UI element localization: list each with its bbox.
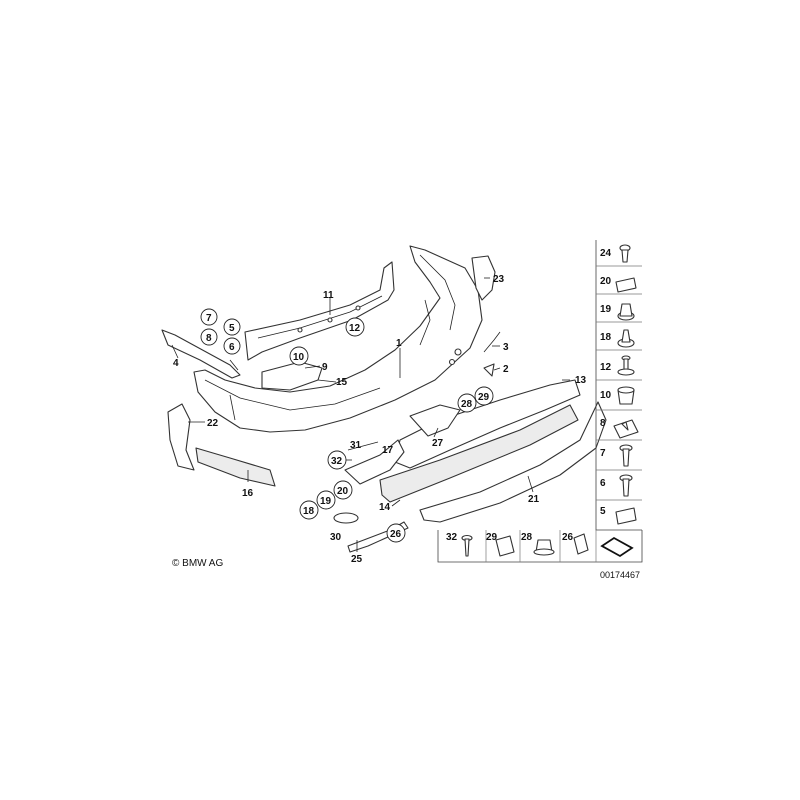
screw-12-icon <box>617 355 635 376</box>
clip-nut-5-icon <box>615 507 637 525</box>
callout-11: 11 <box>323 290 334 301</box>
legend-right-18: 18 <box>600 332 612 343</box>
callout-18: 18 <box>303 506 315 517</box>
side-trim-part <box>195 447 276 487</box>
legend-bottom-26: 26 <box>562 532 574 543</box>
callout-31: 31 <box>350 440 362 451</box>
callout-14: 14 <box>379 502 391 513</box>
callout-6: 6 <box>229 342 235 353</box>
legend-bottom-29: 29 <box>486 532 498 543</box>
cable-part <box>483 331 501 353</box>
callout-5: 5 <box>229 323 235 334</box>
callout-4: 4 <box>173 358 179 369</box>
holder-part <box>409 404 461 437</box>
guide-bracket-part <box>261 361 323 391</box>
bump-stop-28-icon <box>533 539 555 556</box>
callout-16: 16 <box>242 488 254 499</box>
rivet-32-icon <box>461 534 473 557</box>
side-bracket-right-part <box>471 255 496 301</box>
clip-8-icon <box>613 419 639 439</box>
callout-22: 22 <box>207 418 219 429</box>
callout-28: 28 <box>461 399 473 410</box>
callout-10: 10 <box>293 352 305 363</box>
upper-mount-rail-part <box>244 261 395 361</box>
carrier-part <box>394 379 581 469</box>
callout-8: 8 <box>206 333 212 344</box>
bushing-10-icon <box>617 386 635 405</box>
legend-bottom: 32 29 28 26 <box>437 530 643 563</box>
callout-17: 17 <box>382 445 394 456</box>
callout-19: 19 <box>320 496 332 507</box>
callout-15: 15 <box>336 377 348 388</box>
callout-12: 12 <box>349 323 361 334</box>
callout-20: 20 <box>337 486 349 497</box>
callout-23: 23 <box>493 274 505 285</box>
callout-2: 2 <box>503 364 509 375</box>
callout-3: 3 <box>503 342 509 353</box>
legend-right-5: 5 <box>600 506 606 517</box>
screw-6-icon <box>619 474 633 497</box>
clip-nut-20-icon <box>615 277 637 293</box>
legend-right-7: 7 <box>600 448 606 459</box>
callout-13: 13 <box>575 375 587 386</box>
callout-21: 21 <box>528 494 540 505</box>
callout-27: 27 <box>432 438 444 449</box>
callout-labels: 1 2 3 4 5 6 7 8 9 10 11 12 13 14 15 16 1… <box>173 274 587 565</box>
legend-right-10: 10 <box>600 390 612 401</box>
callout-1: 1 <box>396 338 402 349</box>
screw-7-icon <box>619 444 633 467</box>
leader-lines <box>171 277 570 552</box>
seal-ring-part <box>333 512 359 524</box>
callout-32: 32 <box>331 456 343 467</box>
legend-right-19: 19 <box>600 304 612 315</box>
legend-right-20: 20 <box>600 276 612 287</box>
legend-right-6: 6 <box>600 478 606 489</box>
legend-right-12: 12 <box>600 362 612 373</box>
holder-29-icon <box>495 535 515 557</box>
impact-absorber-part <box>379 404 579 503</box>
mount-bracket-part <box>344 439 405 485</box>
bumper-cover-part <box>193 245 483 433</box>
callout-29: 29 <box>478 392 490 403</box>
grommet-19-icon <box>617 303 635 321</box>
copyright-label: © BMW AG <box>172 558 223 569</box>
callout-30: 30 <box>330 532 342 543</box>
legend-right-24: 24 <box>600 248 612 259</box>
callout-26: 26 <box>390 529 402 540</box>
lower-trim-part <box>419 401 607 523</box>
grommet-18-icon <box>617 329 635 348</box>
callout-9: 9 <box>322 362 328 373</box>
legend-right-8: 8 <box>600 418 606 429</box>
clip-part <box>483 363 495 377</box>
bracket-26-icon <box>573 533 589 555</box>
callout-25: 25 <box>351 554 363 565</box>
legend-bottom-28: 28 <box>521 532 533 543</box>
screw-24-icon <box>619 244 631 263</box>
legend-bottom-32: 32 <box>446 532 458 543</box>
section-symbol-icon <box>600 536 634 558</box>
legend-right: 24 20 19 18 12 10 8 7 6 5 <box>595 240 642 531</box>
callout-7: 7 <box>206 313 212 324</box>
corner-bracket-part <box>167 403 195 471</box>
reference-number: 00174467 <box>600 570 640 580</box>
